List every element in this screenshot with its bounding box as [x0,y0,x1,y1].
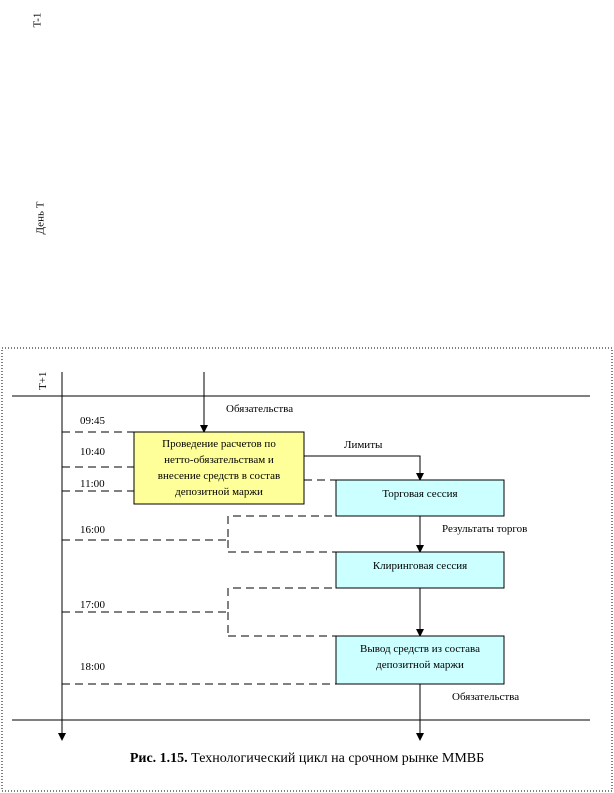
diagram-frame [1,347,613,792]
clearing-session-label: Клиринговая сессия [373,560,467,572]
obligations-out-label: Обязательства [452,691,519,703]
limits-label: Лимиты [344,439,383,451]
settlement-box-line: внесение средств в состав [158,470,280,482]
settlement-box [133,431,305,505]
settlement-box-line: депозитной маржи [175,486,263,498]
withdrawal-box-line: депозитной маржи [376,659,464,671]
time-label: 10:40 [80,446,106,458]
settlement-box-line: Проведение расчетов по [162,438,276,450]
settlement-box-line: нетто-обязательствам и [164,454,274,466]
limits-arrow [304,455,424,481]
time-label: 11:00 [80,478,105,490]
clearing-session-box [335,551,505,589]
time-tick-1700 [62,587,336,613]
time-label: 17:00 [80,599,106,611]
time-tick-1600 [62,515,336,541]
withdrawal-box-line: Вывод средств из состава [360,643,480,655]
time-label: 16:00 [80,524,106,536]
caption-text: Технологический цикл на срочном рынке ММ… [187,751,485,766]
trading-session-label: Торговая сессия [382,488,457,500]
t-plus-1-label: T+1 [37,372,49,390]
time-label: 18:00 [80,661,106,673]
time-label: 09:45 [80,415,106,427]
figure-caption: Рис. 1.15. Технологический цикл на срочн… [0,751,614,767]
trading-session-box [335,479,505,517]
caption-prefix: Рис. 1.15. [129,751,188,766]
results-label: Результаты торгов [442,523,527,535]
obligations-in-label: Обязательства [226,403,293,415]
